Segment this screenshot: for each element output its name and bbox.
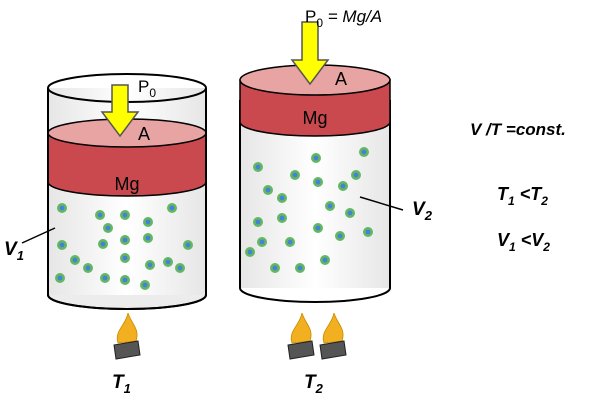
right-volume-label: V2 <box>412 199 433 223</box>
gas-molecule <box>57 240 67 250</box>
gas-molecule <box>120 253 130 263</box>
gas-molecule <box>120 275 130 285</box>
left-temperature-label: T1 <box>112 372 131 396</box>
gas-molecule <box>313 177 323 187</box>
burner-flame <box>319 312 347 360</box>
right-cylinder <box>239 21 391 303</box>
left-piston-side <box>47 132 207 197</box>
gas-molecule <box>175 263 185 273</box>
gas-molecule <box>245 247 255 257</box>
gas-molecule <box>57 203 67 213</box>
gas-molecule <box>359 147 369 157</box>
gas-molecule <box>325 201 335 211</box>
burner-flame <box>113 312 141 360</box>
gas-molecule <box>311 153 321 163</box>
gas-molecule <box>95 210 105 220</box>
gas-molecule <box>253 217 263 227</box>
burner-flame <box>287 312 315 360</box>
gas-molecule <box>320 255 330 265</box>
left-pressure-label: P0 <box>138 77 156 100</box>
right-volume-pointer <box>359 196 404 211</box>
right-pressure-label: P0 = Mg/A <box>305 7 382 30</box>
gas-molecule <box>295 263 305 273</box>
gas-molecule <box>277 213 287 223</box>
right-gas-molecules <box>245 147 373 273</box>
volume-inequality: V1 <V2 <box>497 230 550 254</box>
gas-molecule <box>140 280 150 290</box>
gas-molecule <box>120 210 130 220</box>
gas-molecule <box>290 170 300 180</box>
gas-molecule <box>103 223 113 233</box>
gas-molecule <box>163 257 173 267</box>
gas-molecule <box>98 239 108 249</box>
gas-molecule <box>270 263 280 273</box>
gas-molecule <box>83 263 93 273</box>
right-force-arrow <box>290 21 330 86</box>
gas-law-relation: V /T =const. <box>470 120 566 139</box>
left-cylinder <box>47 73 207 310</box>
left-volume-label: V1 <box>4 239 24 263</box>
gas-molecule <box>263 185 273 195</box>
gas-molecule <box>143 217 153 227</box>
gas-molecule <box>70 255 80 265</box>
left-gas-molecules <box>55 203 193 290</box>
gas-molecule <box>313 223 323 233</box>
gas-molecule <box>335 231 345 241</box>
burners <box>113 312 347 360</box>
gas-molecule <box>145 260 155 270</box>
gas-molecule <box>257 237 267 247</box>
gas-molecule <box>351 170 361 180</box>
gas-molecule <box>338 181 348 191</box>
right-temperature-label: T2 <box>304 372 324 396</box>
left-area-label: A <box>138 124 150 144</box>
gas-molecule <box>363 227 373 237</box>
gas-molecule <box>183 240 193 250</box>
gas-molecule <box>167 203 177 213</box>
gas-molecule <box>285 237 295 247</box>
gas-molecule <box>55 273 65 283</box>
gas-molecule <box>143 233 153 243</box>
temperature-inequality: T1 <T2 <box>497 184 548 208</box>
right-piston-side <box>239 79 391 137</box>
gas-molecule <box>253 162 263 172</box>
left-volume-pointer <box>21 227 56 244</box>
gas-molecule <box>100 273 110 283</box>
gas-molecule <box>345 208 355 218</box>
right-mass-label: Mg <box>302 108 327 128</box>
gas-molecule <box>120 235 130 245</box>
gas-molecule <box>277 193 287 203</box>
left-mass-label: Mg <box>114 174 139 194</box>
right-area-label: A <box>335 69 347 89</box>
left-force-arrow <box>100 84 140 138</box>
